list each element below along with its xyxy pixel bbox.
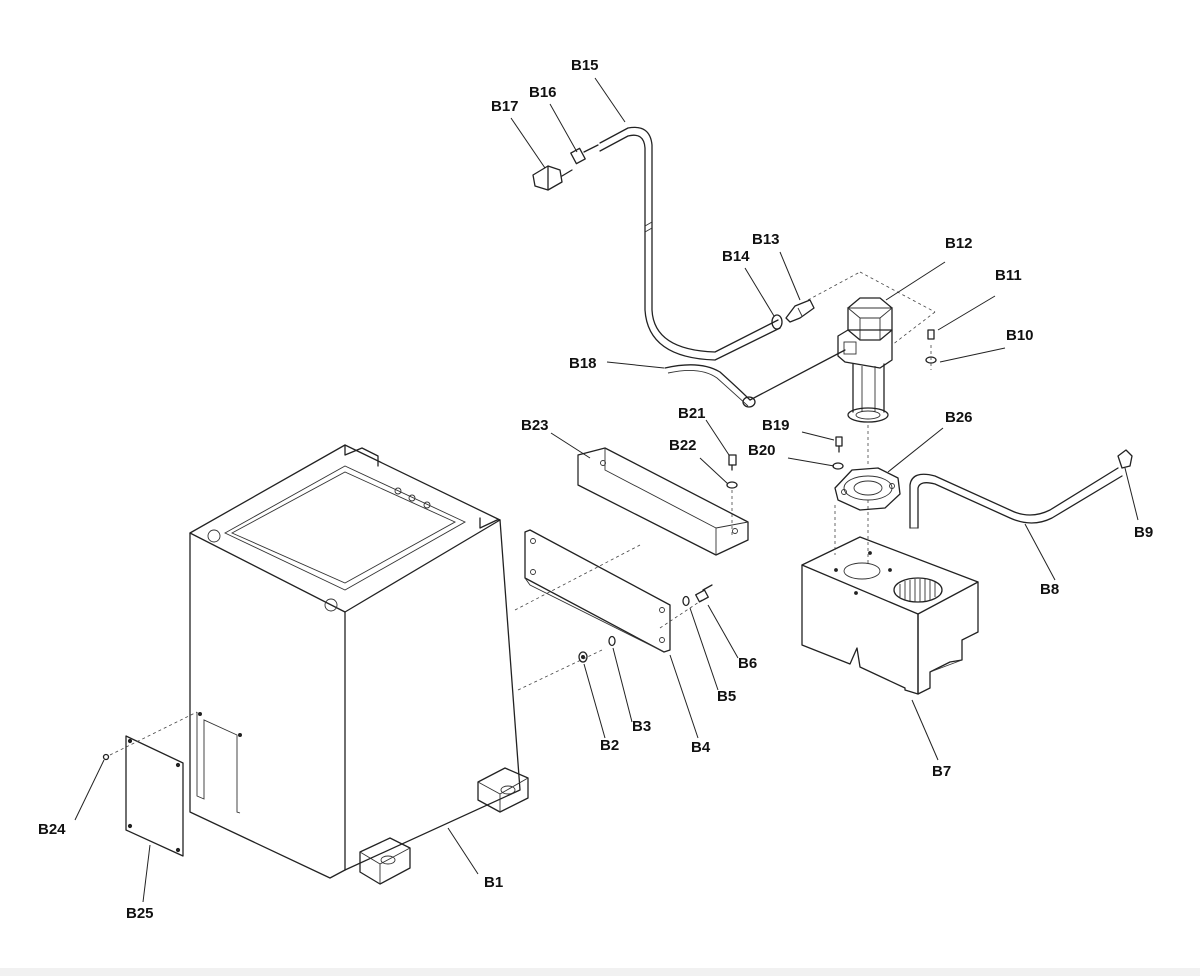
callout-b21: B21 <box>678 405 706 422</box>
part-b14-clamp <box>771 314 783 330</box>
part-b24-screw <box>102 711 198 761</box>
part-b26-mount-plate <box>834 467 901 565</box>
part-b8-return-pipe <box>909 467 1123 529</box>
part-b21-screw <box>728 454 737 471</box>
part-b7-tank <box>801 536 979 695</box>
callout-b20: B20 <box>748 442 776 459</box>
part-b3-washer <box>608 635 616 647</box>
callout-labels: B15 B16 B17 B13 B14 B12 B11 B10 B18 B21 … <box>38 57 1153 922</box>
callout-b12: B12 <box>945 235 973 252</box>
part-b6-bolt <box>695 584 713 603</box>
part-b5-washer <box>682 595 690 607</box>
callout-b23: B23 <box>521 417 549 434</box>
part-b20-washer <box>832 462 844 470</box>
part-b11-screw <box>927 329 935 340</box>
callout-b14: B14 <box>722 248 750 265</box>
callout-b2: B2 <box>600 737 619 754</box>
part-b17-nozzle <box>532 165 573 191</box>
callout-b18: B18 <box>569 355 597 372</box>
tank-filter-grid <box>899 579 936 602</box>
part-b9-fitting <box>1117 449 1133 469</box>
leader-lines <box>74 77 1139 903</box>
part-b1-cabinet <box>189 444 529 885</box>
callout-b8: B8 <box>1040 581 1059 598</box>
part-b12-pump <box>807 271 936 465</box>
callout-b13: B13 <box>752 231 780 248</box>
callout-b9: B9 <box>1134 524 1153 541</box>
part-b2-nut <box>578 651 588 663</box>
callout-b22: B22 <box>669 437 697 454</box>
part-b4-plate <box>524 529 671 653</box>
cabinet-foot-right <box>477 767 529 813</box>
callout-b17: B17 <box>491 98 519 115</box>
callout-b24: B24 <box>38 821 66 838</box>
callout-b26: B26 <box>945 409 973 426</box>
part-b10-washer <box>925 345 937 370</box>
callout-b4: B4 <box>691 739 711 756</box>
callout-b25: B25 <box>126 905 154 922</box>
part-b15-hose <box>599 126 781 361</box>
callout-b1: B1 <box>484 874 503 891</box>
callout-b5: B5 <box>717 688 736 705</box>
bottom-edge-bar <box>0 968 1200 976</box>
part-b22-washer <box>726 481 738 535</box>
callout-b10: B10 <box>1006 327 1034 344</box>
callout-b16: B16 <box>529 84 557 101</box>
part-b18-cable <box>664 349 846 408</box>
part-b25-cover-plate <box>125 735 184 857</box>
part-b19-screw <box>835 436 843 453</box>
callout-b7: B7 <box>932 763 951 780</box>
callout-b3: B3 <box>632 718 651 735</box>
callout-b11: B11 <box>995 267 1022 284</box>
part-b23-bracket <box>577 447 749 556</box>
part-b13-connector <box>785 299 815 323</box>
callout-b6: B6 <box>738 655 757 672</box>
callout-b15: B15 <box>571 57 599 74</box>
callout-b19: B19 <box>762 417 790 434</box>
part-b16-fitting <box>570 144 599 165</box>
cabinet-foot-front <box>359 837 411 885</box>
